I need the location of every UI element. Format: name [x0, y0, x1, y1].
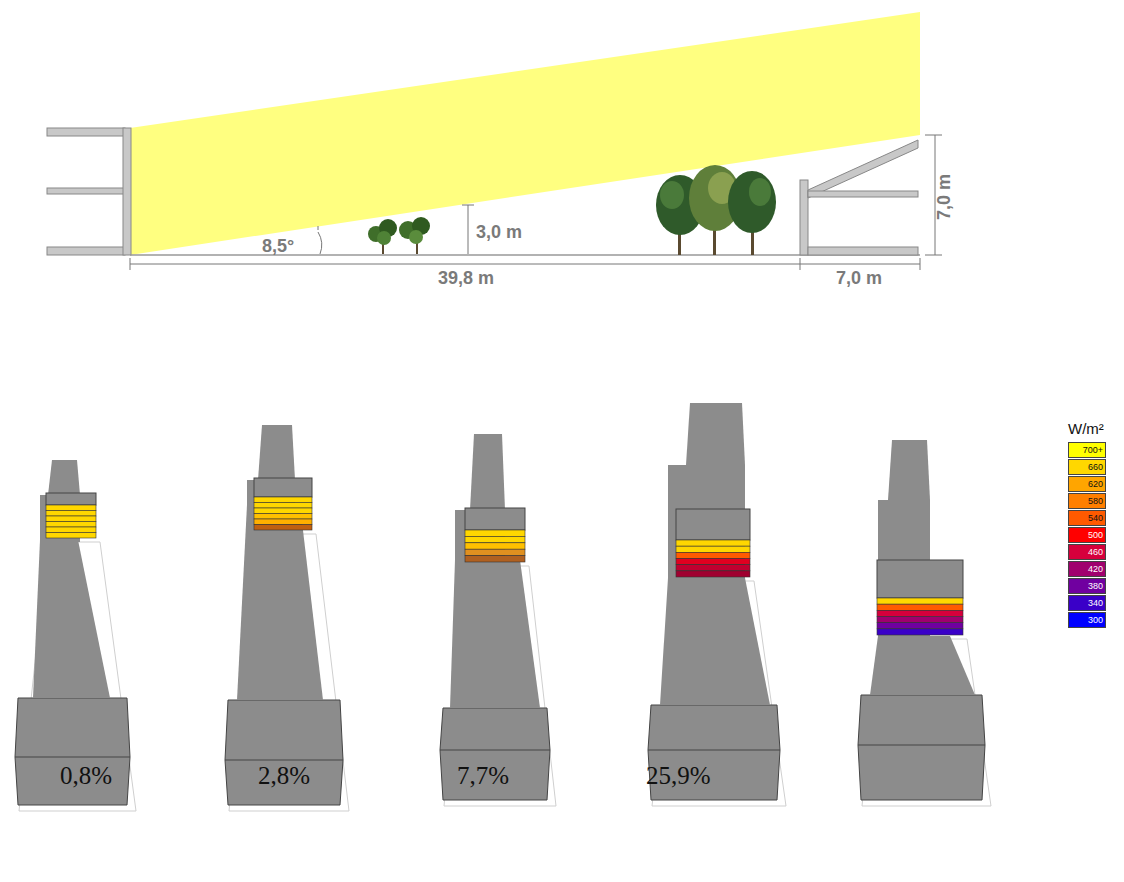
legend-text: 300 — [1088, 614, 1103, 627]
height-dimension: 3,0 m — [476, 222, 522, 243]
box-top — [676, 509, 750, 540]
irradiance-stripe — [676, 540, 750, 546]
irradiance-stripe — [465, 556, 525, 562]
base-edge — [858, 745, 985, 746]
legend-swatch: 500 — [1068, 527, 1106, 543]
tower — [237, 505, 323, 700]
base-block — [225, 700, 343, 805]
legend-text: 580 — [1088, 495, 1103, 508]
irradiance-stripe — [254, 497, 312, 503]
base-block — [15, 698, 130, 805]
irradiance-stripe — [877, 610, 963, 616]
irradiance-stripe — [46, 527, 96, 533]
shrubs — [368, 217, 430, 254]
irradiance-stripe — [254, 508, 312, 514]
irradiance-stripe — [254, 503, 312, 509]
legend-swatch: 660 — [1068, 459, 1106, 475]
legend-swatch: 460 — [1068, 544, 1106, 560]
legend-swatch: 620 — [1068, 476, 1106, 492]
width-dimension: 39,8 m — [438, 268, 494, 289]
percentage-label: 7,7% — [457, 762, 509, 790]
base-block — [858, 695, 985, 800]
irradiance-stripe — [465, 543, 525, 549]
box-top — [465, 508, 525, 530]
irradiance-stripe — [46, 522, 96, 528]
irradiance-stripe — [254, 525, 312, 531]
irradiance-stripe — [877, 617, 963, 623]
legend-swatch: 580 — [1068, 493, 1106, 509]
legend-text: 340 — [1088, 597, 1103, 610]
tower — [660, 578, 770, 705]
base-edge — [15, 757, 130, 758]
irradiance-stripe — [465, 549, 525, 555]
legend-text: 540 — [1088, 512, 1103, 525]
tower-top — [258, 425, 295, 480]
irradiance-stripe — [676, 571, 750, 577]
legend-text: 660 — [1088, 461, 1103, 474]
tower-top — [888, 440, 930, 500]
box-top — [46, 493, 96, 505]
tower — [33, 540, 110, 698]
legend-title: W/m² — [1068, 420, 1104, 437]
legend-swatch: 380 — [1068, 578, 1106, 594]
base-block — [440, 708, 550, 800]
percentage-label: 25,9% — [646, 762, 711, 790]
irradiance-stripe — [877, 629, 963, 635]
box-top — [254, 478, 312, 497]
irradiance-stripe — [465, 530, 525, 536]
tower-top — [48, 460, 80, 495]
irradiance-stripe — [877, 598, 963, 604]
height-dimension: 7,0 m — [934, 174, 955, 220]
base-edge — [648, 750, 780, 751]
legend-swatch: 420 — [1068, 561, 1106, 577]
irradiance-stripe — [46, 516, 96, 522]
dimension-lines — [130, 135, 942, 270]
sun-band — [130, 12, 920, 255]
percentage-label: 2,8% — [258, 762, 310, 790]
left-building — [47, 128, 131, 255]
right-building — [800, 140, 918, 255]
legend-swatch: 300 — [1068, 612, 1106, 628]
irradiance-stripe — [676, 546, 750, 552]
irradiance-stripe — [46, 505, 96, 511]
percentage-label: 0,8% — [60, 762, 112, 790]
legend-text: 420 — [1088, 563, 1103, 576]
trees — [656, 165, 776, 255]
width-dimension: 7,0 m — [836, 268, 882, 289]
legend-text: 500 — [1088, 529, 1103, 542]
irradiance-stripe — [254, 519, 312, 525]
base-edge — [440, 750, 550, 751]
irradiance-stripe — [465, 536, 525, 542]
irradiance-stripe — [254, 514, 312, 520]
legend-text: 620 — [1088, 478, 1103, 491]
tower — [870, 636, 975, 695]
tower — [450, 560, 540, 708]
box-top — [877, 560, 963, 598]
irradiance-stripe — [676, 565, 750, 571]
irradiance-stripe — [877, 623, 963, 629]
irradiance-stripe — [676, 552, 750, 558]
legend-swatch: 340 — [1068, 595, 1106, 611]
irradiance-stripe — [676, 559, 750, 565]
tower-top — [470, 434, 505, 510]
legend-text: 380 — [1088, 580, 1103, 593]
legend-swatch: 700+ — [1068, 442, 1106, 458]
legend-text: 460 — [1088, 546, 1103, 559]
irradiance-stripe — [46, 533, 96, 539]
angle-label: 8,5° — [262, 236, 294, 257]
legend-swatch: 540 — [1068, 510, 1106, 526]
irradiance-stripe — [46, 511, 96, 517]
irradiance-stripe — [877, 604, 963, 610]
tower-top — [686, 403, 745, 465]
base-edge — [225, 760, 343, 761]
legend-text: 700+ — [1083, 444, 1103, 457]
